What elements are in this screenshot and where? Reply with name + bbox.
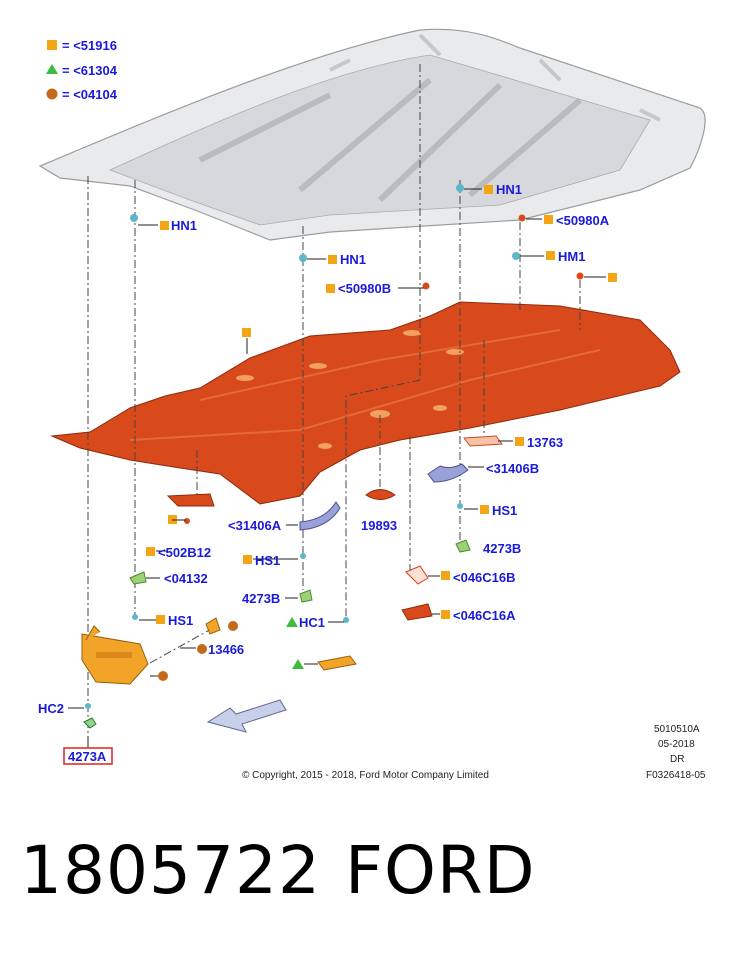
label-hs1-left: HS1	[168, 613, 193, 628]
clip-04132	[129, 571, 147, 585]
highlight-box-4273a	[63, 747, 113, 765]
callout-labels: HN1 HN1 HN1 <50980A HM1 <50980B 13763 <3…	[38, 182, 610, 765]
headliner	[50, 301, 681, 505]
grab-handle-a	[299, 501, 341, 531]
legend-circle-icon	[46, 88, 58, 100]
label-502b12: <502B12	[158, 545, 211, 560]
legend-triangle-icon	[46, 64, 58, 74]
legend-square-icon	[47, 40, 57, 50]
dome-lamp	[365, 489, 396, 500]
label-13466: 13466	[208, 642, 244, 657]
meta-line-3: DR	[670, 754, 684, 765]
bracket-046c16b	[405, 565, 429, 585]
label-hn1-right: HN1	[496, 182, 522, 197]
label-hs1-right: HS1	[492, 503, 517, 518]
meta-line-2: 05-2018	[658, 739, 695, 750]
label-50980a: <50980A	[556, 213, 610, 228]
label-19893: 19893	[361, 518, 397, 533]
roof-panel	[38, 28, 706, 241]
label-hm1: HM1	[558, 249, 585, 264]
legend-circle-label: = <04104	[62, 87, 118, 102]
bracket-13763	[463, 435, 503, 447]
clip-4273b-right	[455, 539, 471, 553]
hook-hc1	[317, 655, 357, 671]
legend: = <51916 = <61304 = <04104	[46, 38, 118, 102]
bracket-046c16a	[401, 603, 433, 621]
legend-square-label: = <51916	[62, 38, 117, 53]
label-hc2: HC2	[38, 701, 64, 716]
label-31406b: <31406B	[486, 461, 539, 476]
sun-visor-left	[81, 633, 149, 685]
copyright-text: © Copyright, 2015 - 2018, Ford Motor Com…	[242, 770, 489, 781]
drawing-metadata: 5010510A 05-2018 DR F0326418-05 © Copyri…	[242, 724, 706, 781]
label-046c16a: <046C16A	[453, 608, 516, 623]
part-number: 1805722	[20, 832, 321, 909]
label-4273b-right: 4273B	[483, 541, 521, 556]
bracket-502b12	[166, 493, 215, 507]
meta-line-4: F0326418-05	[646, 770, 706, 781]
label-connectors	[68, 188, 606, 748]
parts-diagram: = <51916 = <61304 = <04104	[38, 28, 706, 781]
label-4273b-mid: 4273B	[242, 591, 280, 606]
label-04132: <04132	[164, 571, 208, 586]
label-hn1-left: HN1	[171, 218, 197, 233]
label-13763: 13763	[527, 435, 563, 450]
label-hs1-mid: HS1	[255, 553, 280, 568]
label-hc1: HC1	[299, 615, 325, 630]
brand-name: FORD	[345, 832, 536, 909]
label-31406a: <31406A	[228, 518, 282, 533]
clip-4273b-mid	[299, 589, 313, 603]
visor-clip	[205, 617, 221, 635]
label-hn1-mid: HN1	[340, 252, 366, 267]
legend-triangle-label: = <61304	[62, 63, 118, 78]
grab-handle-b	[427, 463, 469, 483]
label-50980b: <50980B	[338, 281, 391, 296]
label-046c16b: <046C16B	[453, 570, 516, 585]
label-4273a: 4273A	[68, 749, 107, 764]
direction-arrow-icon	[206, 699, 287, 733]
parts	[81, 184, 584, 729]
meta-line-1: 5010510A	[654, 724, 700, 735]
